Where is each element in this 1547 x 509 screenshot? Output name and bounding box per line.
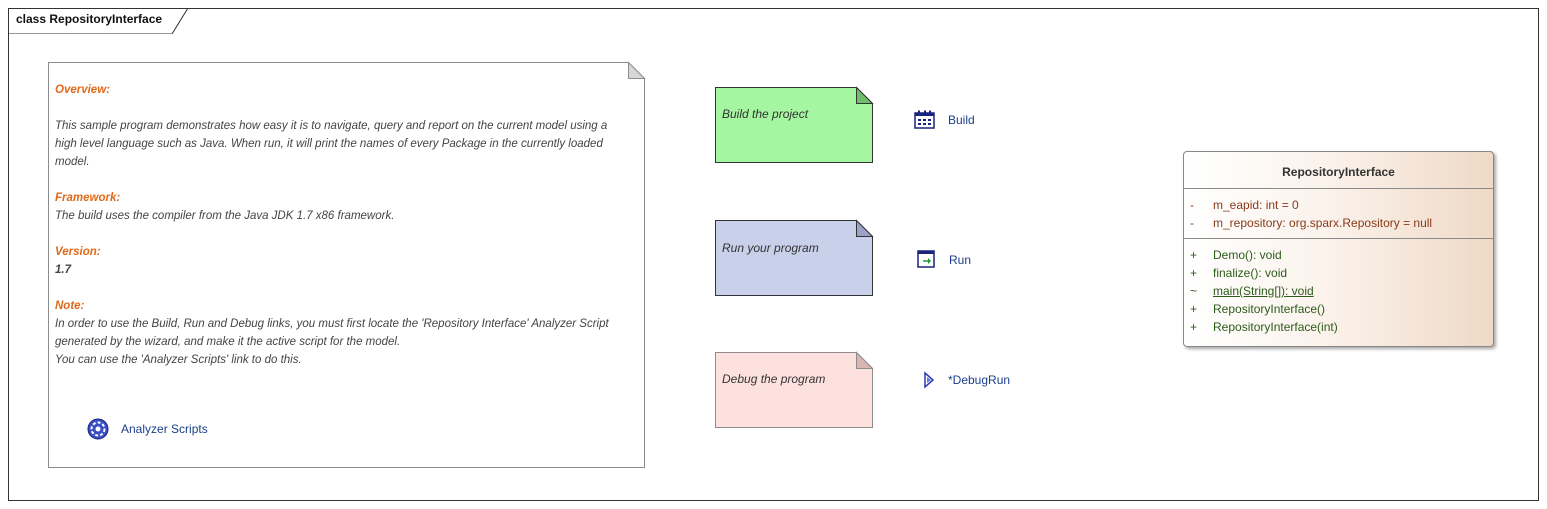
analyzer-scripts-link[interactable]: Analyzer Scripts — [87, 418, 208, 440]
note-heading: Note: — [55, 300, 85, 312]
visibility-marker: ~ — [1190, 284, 1198, 298]
run-icon — [917, 250, 935, 268]
attribute-row[interactable]: - m_eapid: int = 0 — [1184, 196, 1493, 214]
overview-line-1: This sample program demonstrates how eas… — [55, 120, 608, 132]
operation-row[interactable]: + finalize(): void — [1184, 264, 1493, 282]
overview-line-2: high level language such as Java. When r… — [55, 138, 603, 150]
diagram-frame — [8, 8, 1539, 501]
operation-row[interactable]: + RepositoryInterface() — [1184, 300, 1493, 318]
debug-run-label: *DebugRun — [948, 373, 1011, 387]
build-label: Build — [948, 113, 975, 127]
operation-row[interactable]: + RepositoryInterface(int) — [1184, 318, 1493, 336]
operations-compartment: + Demo(): void + finalize(): void ~ main… — [1184, 239, 1493, 342]
operation-text: RepositoryInterface() — [1213, 302, 1326, 316]
version-value: 1.7 — [55, 264, 71, 276]
visibility-marker: + — [1190, 302, 1198, 316]
debug-run-icon — [924, 371, 935, 389]
debug-note-shape[interactable] — [715, 351, 875, 429]
note-line-1: In order to use the Build, Run and Debug… — [55, 318, 609, 330]
build-note-shape[interactable] — [715, 86, 875, 164]
version-heading: Version: — [55, 246, 101, 258]
build-note-label: Build the project — [722, 107, 809, 121]
analyzer-scripts-label: Analyzer Scripts — [121, 422, 208, 436]
build-icon — [914, 110, 935, 129]
operation-row[interactable]: + Demo(): void — [1184, 246, 1493, 264]
attribute-text: m_eapid: int = 0 — [1213, 198, 1299, 212]
main-note-shape[interactable] — [48, 61, 646, 468]
visibility-marker: + — [1190, 320, 1198, 334]
attributes-compartment: - m_eapid: int = 0 - m_repository: org.s… — [1184, 189, 1493, 239]
run-note-shape[interactable] — [715, 219, 875, 297]
framework-heading: Framework: — [55, 192, 121, 204]
attribute-row[interactable]: - m_repository: org.sparx.Repository = n… — [1184, 214, 1493, 232]
build-link[interactable]: Build — [914, 110, 975, 130]
operation-text: finalize(): void — [1213, 266, 1288, 280]
operation-row[interactable]: ~ main(String[]): void — [1184, 282, 1493, 300]
overview-heading: Overview: — [55, 84, 110, 96]
operation-text: main(String[]): void — [1213, 284, 1314, 298]
run-note-label: Run your program — [722, 241, 819, 255]
overview-line-3: model. — [55, 156, 90, 168]
note-line-3: You can use the 'Analyzer Scripts' link … — [55, 354, 302, 366]
operation-text: RepositoryInterface(int) — [1213, 320, 1338, 334]
attribute-text: m_repository: org.sparx.Repository = nul… — [1213, 216, 1433, 230]
framework-text: The build uses the compiler from the Jav… — [55, 210, 395, 222]
class-name: RepositoryInterface — [1184, 152, 1493, 189]
class-repository-interface[interactable]: RepositoryInterface - m_eapid: int = 0 -… — [1183, 151, 1494, 347]
note-line-2: generated by the wizard, and make it the… — [55, 336, 401, 348]
frame-tab — [8, 8, 188, 34]
visibility-marker: + — [1190, 266, 1198, 280]
frame-title: class RepositoryInterface — [16, 12, 163, 26]
visibility-marker: - — [1190, 198, 1194, 212]
run-link[interactable]: Run — [917, 250, 971, 270]
debug-note-label: Debug the program — [722, 372, 826, 386]
visibility-marker: + — [1190, 248, 1198, 262]
visibility-marker: - — [1190, 216, 1194, 230]
debug-run-link[interactable]: *DebugRun — [922, 371, 1010, 389]
operation-text: Demo(): void — [1213, 248, 1282, 262]
run-label: Run — [949, 253, 972, 267]
analyzer-scripts-icon — [87, 418, 109, 440]
main-note-text: Overview: This sample program demonstrat… — [55, 81, 640, 369]
